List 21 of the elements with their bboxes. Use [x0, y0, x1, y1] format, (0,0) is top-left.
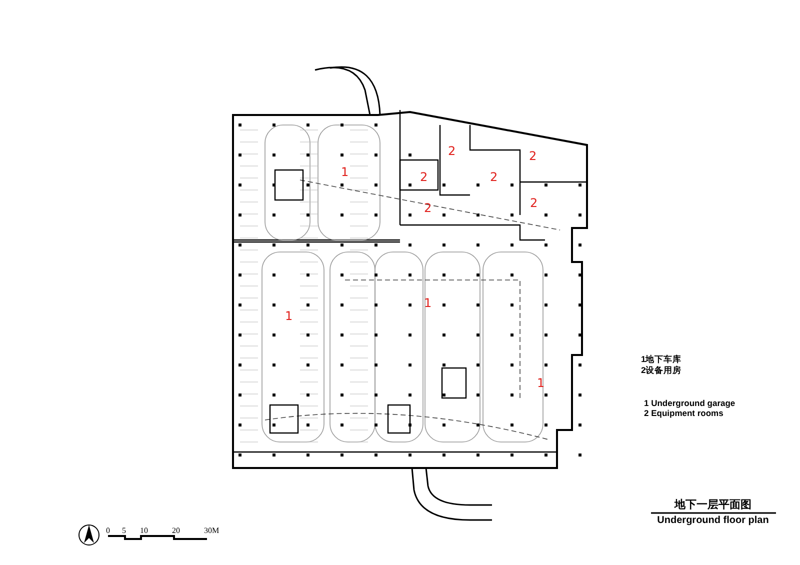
legend-text: 1地下车库: [641, 355, 682, 364]
room-number: 1: [537, 377, 545, 389]
scale-label: 30M: [204, 527, 220, 535]
legend-text: 2设备用房: [641, 366, 682, 374]
scale-label: 5: [122, 527, 126, 535]
room-number: 2: [530, 197, 538, 209]
room-number: 1: [424, 297, 432, 309]
room-number: 2: [420, 171, 428, 183]
room-number: 1: [285, 310, 293, 322]
legend-text: 1 Underground garage: [644, 399, 736, 408]
plan-caption: Underground floor plan: [657, 516, 769, 526]
room-number: 2: [424, 202, 432, 214]
room-number: 2: [529, 150, 537, 162]
plan-title: 地下一层平面图: [674, 500, 752, 511]
legend-text: 2 Equipment rooms: [644, 409, 724, 418]
scale-label: 10: [140, 527, 148, 535]
room-number: 2: [490, 171, 498, 183]
scale-label: 0: [106, 527, 110, 535]
room-number: 2: [448, 145, 456, 157]
room-number: 1: [341, 166, 349, 178]
scale-label: 20: [172, 527, 180, 535]
